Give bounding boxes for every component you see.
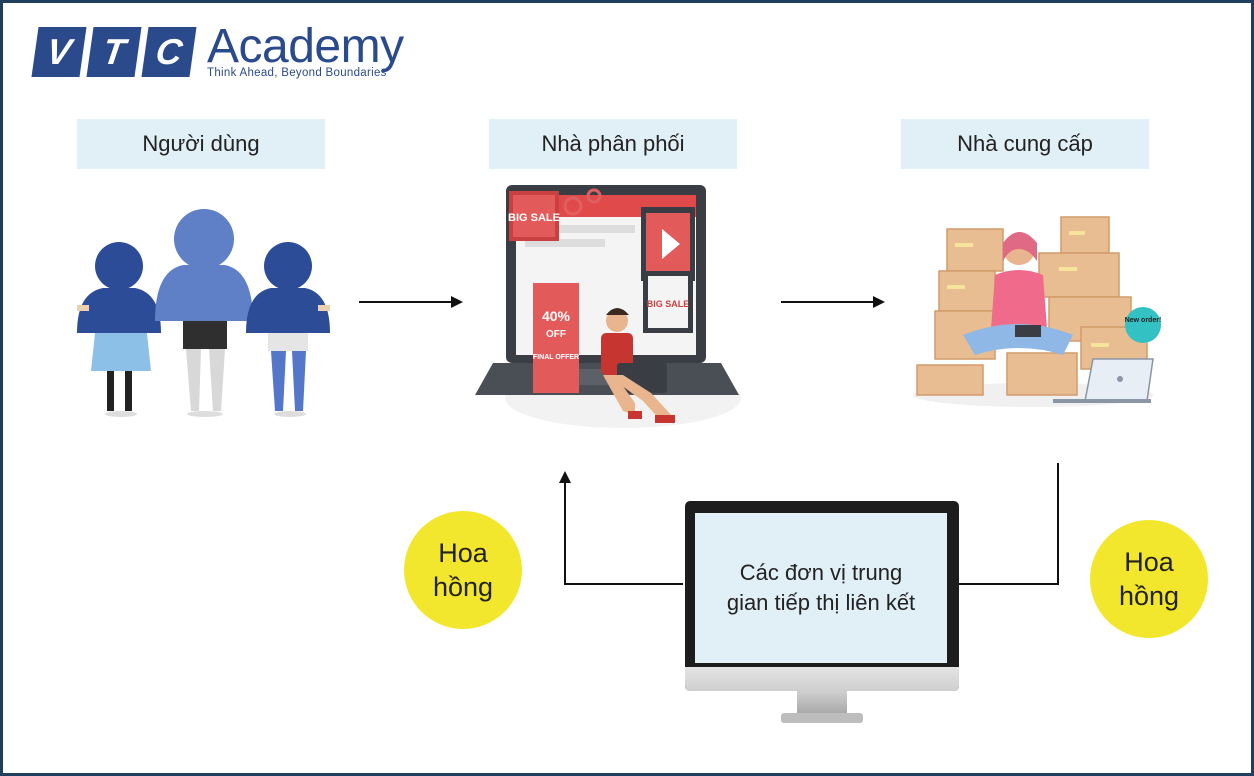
monitor-chin (685, 667, 959, 691)
vtc-academy-logo: V T C Academy Think Ahead, Beyond Bounda… (31, 20, 435, 83)
supplier-label: Nhà cung cấp (901, 119, 1149, 169)
monitor-bezel: Các đơn vị trung gian tiếp thị liên kết (685, 501, 959, 691)
logo-tagline: Think Ahead, Beyond Boundaries (207, 67, 387, 79)
svg-text:40%: 40% (542, 308, 571, 324)
distributor-label: Nhà phân phối (489, 119, 737, 169)
svg-text:OFF: OFF (546, 329, 566, 340)
monitor-screen: Các đơn vị trung gian tiếp thị liên kết (695, 513, 947, 663)
commission-badge-left: Hoa hồng (404, 511, 522, 629)
monitor-stand-neck (797, 691, 847, 713)
users-illustration (77, 209, 330, 417)
affiliate-monitor: Các đơn vị trung gian tiếp thị liên kết (685, 501, 961, 726)
commission-badge-right: Hoa hồng (1090, 520, 1208, 638)
logo-word: Academy (207, 20, 404, 73)
affiliate-label: Các đơn vị trung gian tiếp thị liên kết (726, 560, 916, 615)
diagram-graphics: BIG SALE 40% OFF FINAL OFFER BIG SALE (77, 185, 1162, 585)
monitor-stand-foot (781, 713, 863, 723)
svg-text:FINAL OFFER: FINAL OFFER (533, 354, 579, 361)
supplier-illustration: New order! (913, 216, 1162, 407)
svg-text:BIG SALE: BIG SALE (647, 299, 690, 309)
svg-text:New order!: New order! (1125, 317, 1162, 324)
flow-center-to-distributor (559, 471, 683, 585)
users-label: Người dùng (77, 119, 325, 169)
commission-label-left: Hoa hồng (432, 538, 494, 602)
distributor-illustration: BIG SALE 40% OFF FINAL OFFER BIG SALE (475, 185, 741, 428)
flow-supplier-to-center (958, 463, 1059, 585)
commission-label-right: Hoa hồng (1118, 547, 1180, 611)
svg-text:BIG SALE: BIG SALE (508, 212, 560, 224)
